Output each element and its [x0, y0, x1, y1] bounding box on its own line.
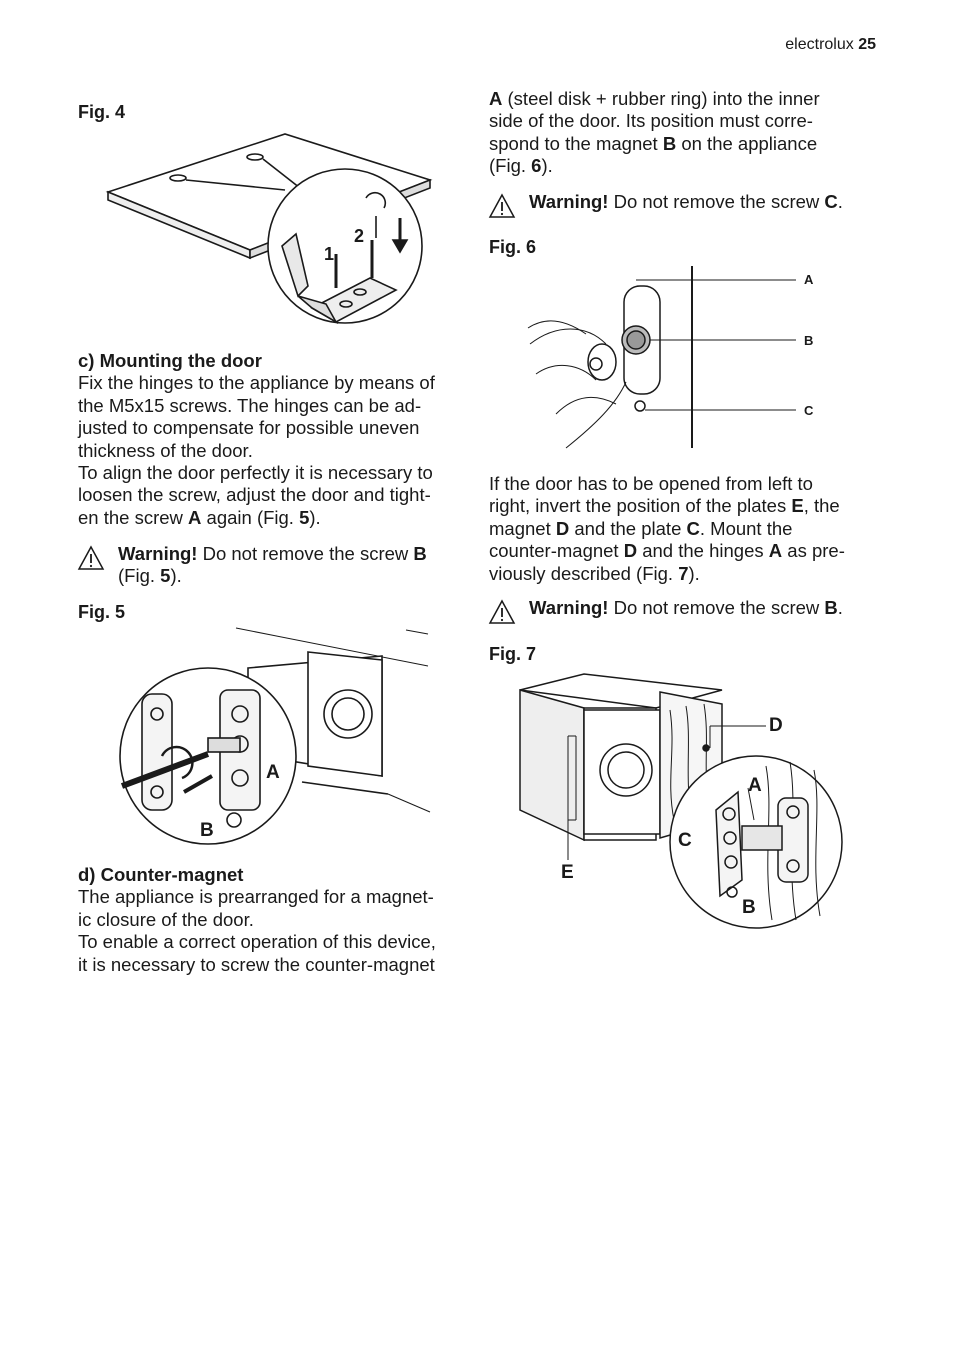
warning-1: Warning! Do not remove the screw B (Fig.…: [77, 543, 478, 589]
section-c-line-5: To align the door perfectly it is necess…: [78, 462, 433, 484]
warning-3-text: Warning! Do not remove the screw B.: [529, 597, 843, 618]
cont-line-3: spond to the magnet B on the appliance: [489, 132, 818, 154]
fig5-callout-b: B: [200, 820, 214, 841]
brand-name: electrolux: [785, 36, 854, 53]
fig6-callout-c: C: [804, 403, 814, 418]
section-d-line-3: To enable a correct operation of this de…: [78, 931, 436, 953]
fig7-callout-c: C: [678, 830, 692, 851]
warning-icon: [488, 599, 516, 624]
fig4-callout-2: 2: [354, 226, 364, 246]
section-d-title: d) Counter-magnet: [78, 864, 244, 885]
fig6-callout-a: A: [804, 272, 814, 287]
para7-line-5: viously described (Fig. 7).: [489, 562, 700, 584]
para7-line-4: counter-magnet D and the hinges A as pre…: [489, 540, 845, 562]
section-c-line-4: thickness of the door.: [78, 439, 253, 461]
fig4-label: Fig. 4: [78, 102, 126, 122]
fig6-label: Fig. 6: [489, 237, 537, 257]
para-fig7: If the door has to be opened from left t…: [489, 473, 884, 585]
section-d-continued: A (steel disk + rubber ring) into the in…: [489, 88, 879, 178]
section-c-line-7: en the screw A again (Fig. 5).: [78, 506, 321, 528]
page-number: 25: [858, 36, 876, 53]
cont-line-4: (Fig. 6).: [489, 155, 553, 177]
fig7-callout-d: D: [769, 715, 783, 736]
warning-icon: [488, 193, 516, 218]
fig7-callout-b: B: [742, 897, 756, 918]
warning-2-text: Warning! Do not remove the screw C.: [529, 191, 843, 212]
warning-2: Warning! Do not remove the screw C.: [488, 191, 889, 218]
warning-1-text: Warning! Do not remove the screw B (Fig.…: [118, 543, 427, 587]
fig5-label: Fig. 5: [78, 602, 126, 622]
page-header: electrolux 25: [785, 36, 876, 54]
fig7-label: Fig. 7: [489, 644, 537, 664]
section-c: c) Mounting the door Fix the hinges to t…: [78, 350, 468, 529]
section-c-title: c) Mounting the door: [78, 350, 262, 371]
fig7-callout-e: E: [561, 862, 574, 883]
cont-line-1: A (steel disk + rubber ring) into the in…: [489, 88, 820, 109]
warning-icon: [77, 545, 105, 570]
section-d-line-1: The appliance is prearranged for a magne…: [78, 886, 434, 908]
fig7-illustration: D A C E B: [519, 673, 843, 929]
fig6-illustration: A B C: [527, 266, 814, 449]
section-d-line-2: ic closure of the door.: [78, 908, 254, 930]
fig6-callout-b: B: [804, 333, 813, 348]
section-d-line-4: it is necessary to screw the counter-mag…: [78, 953, 435, 975]
section-c-line-6: loosen the screw, adjust the door and ti…: [78, 484, 431, 506]
para7-line-3: magnet D and the plate C. Mount the: [489, 517, 793, 539]
section-c-line-3: justed to compensate for possible uneven: [78, 417, 420, 439]
para7-line-2: right, invert the position of the plates…: [489, 495, 840, 517]
fig5-callout-a: A: [266, 762, 280, 783]
section-d: d) Counter-magnet The appliance is prear…: [78, 864, 473, 976]
warning-3: Warning! Do not remove the screw B.: [488, 597, 889, 624]
cont-line-2: side of the door. Its position must corr…: [489, 110, 813, 132]
fig4-illustration: 1 2: [105, 133, 433, 325]
section-c-line-1: Fix the hinges to the appliance by means…: [78, 372, 435, 394]
para7-line-1: If the door has to be opened from left t…: [489, 473, 813, 494]
fig4-callout-1: 1: [324, 244, 334, 264]
section-c-line-2: the M5x15 screws. The hinges can be ad-: [78, 394, 422, 416]
fig7-callout-a: A: [748, 775, 762, 796]
fig5-illustration: A B: [119, 627, 431, 845]
